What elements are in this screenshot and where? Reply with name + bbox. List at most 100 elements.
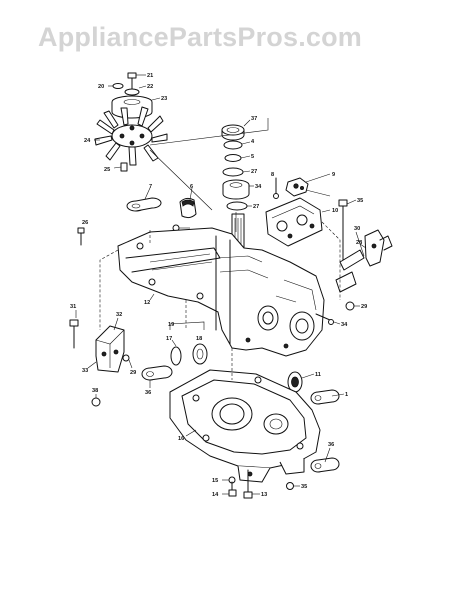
callout-27b: 27 [253, 204, 259, 210]
cap-6-top [181, 199, 195, 207]
callout-35b: 35 [301, 484, 307, 490]
lower-housing-cavity [263, 413, 289, 435]
leader [346, 199, 357, 205]
lower-housing-foot [237, 465, 271, 483]
leader [87, 361, 97, 369]
spring-9 [285, 177, 309, 197]
callout-5: 5 [251, 154, 254, 160]
callout-33: 33 [82, 368, 88, 374]
valve-plate-10-edge [271, 205, 315, 219]
callout-13: 13 [261, 492, 267, 498]
callout-24: 24 [84, 138, 91, 144]
housing-boss-bore [262, 311, 274, 325]
leader [185, 429, 197, 437]
callout-37: 37 [251, 116, 257, 122]
bushing-36-body [149, 365, 173, 381]
callout-27: 27 [251, 169, 257, 175]
fan-bolt [120, 162, 128, 172]
callout-16: 16 [178, 436, 184, 442]
seal-11-bore [291, 376, 299, 388]
fan-blades [94, 106, 168, 166]
callout-30: 30 [354, 226, 360, 232]
fan-hub-hole [119, 133, 125, 139]
bushing-36b [310, 457, 340, 473]
fan-blade [105, 142, 121, 161]
housing-bolt-hole [196, 292, 204, 300]
seal-11 [287, 371, 303, 393]
fan-hub-hole [139, 133, 145, 139]
callout-17: 17 [166, 336, 172, 342]
lower-housing-bolt-hole [254, 376, 262, 384]
leader [189, 187, 193, 201]
valve-plate-10-body [265, 197, 323, 247]
leader [144, 187, 151, 200]
callout-32: 32 [116, 312, 122, 318]
washer-27 [222, 167, 244, 177]
fan-blade [147, 115, 164, 133]
callout-18: 18 [196, 336, 202, 342]
valve-plate-port [296, 214, 308, 226]
valve-plate-port [276, 220, 288, 232]
callout-15: 15 [212, 478, 218, 484]
housing-rib [275, 295, 297, 303]
leader-lines [75, 74, 367, 495]
bracket-29 [335, 271, 357, 293]
seal-37-inner [226, 127, 240, 133]
nut-29b [122, 354, 130, 362]
bushing-7-body [135, 197, 162, 212]
housing-rib [149, 253, 211, 263]
group-19-bracket [169, 321, 205, 330]
housing-bolt-hole [148, 278, 156, 286]
bushing-36b-bore [314, 463, 322, 469]
bypass-lever [335, 199, 393, 311]
cooling-fan-assembly [94, 72, 168, 172]
bushing-1-bore [314, 395, 322, 401]
callout-23: 23 [161, 96, 167, 102]
bushing-36b-body [317, 457, 340, 473]
housing-boss-bore [295, 318, 309, 334]
callout-9: 9 [332, 172, 335, 178]
valve-plate-bolt [309, 223, 315, 229]
leader [138, 85, 147, 89]
callout-35: 35 [357, 198, 363, 204]
leader [301, 373, 315, 379]
spring-9-hole [299, 185, 304, 190]
fan-shaft-guide [149, 149, 213, 211]
callout-31: 31 [70, 304, 76, 310]
fan-hub-hole [129, 140, 135, 146]
leader [240, 155, 251, 159]
leader [321, 209, 331, 213]
leader [151, 97, 161, 101]
lower-housing-bolt-hole [202, 434, 210, 442]
callout-36: 36 [145, 390, 151, 396]
lower-housing-foot [279, 458, 305, 475]
pin-34-head [328, 319, 334, 325]
leader [305, 189, 331, 197]
fan-blade [94, 135, 113, 146]
lower-housing-dot [247, 471, 253, 477]
housing-tube [125, 247, 221, 273]
callout-4: 4 [251, 139, 255, 145]
callout-21: 21 [147, 73, 153, 79]
bushing-1 [310, 389, 340, 405]
seal-37 [221, 124, 245, 136]
lever-30 [339, 249, 365, 271]
nut-29 [345, 301, 355, 311]
fan-blade [128, 146, 137, 166]
lower-housing-bore [269, 418, 283, 430]
bracket-32 [95, 325, 125, 373]
bolt-35-head [338, 199, 348, 207]
bushing-7 [126, 197, 162, 212]
lower-housing-cavity [211, 397, 253, 431]
fan-shaft-guide [149, 118, 269, 146]
leader [242, 170, 251, 173]
callout-10: 10 [332, 208, 338, 214]
lower-housing-16 [169, 369, 321, 483]
bushing-36 [141, 365, 173, 381]
callout-11: 11 [315, 372, 321, 378]
input-shaft-stack [221, 124, 250, 253]
ring-17 [170, 346, 182, 366]
lever-guide [321, 221, 341, 300]
washer-38 [91, 397, 101, 407]
bolt-31 [69, 319, 79, 349]
